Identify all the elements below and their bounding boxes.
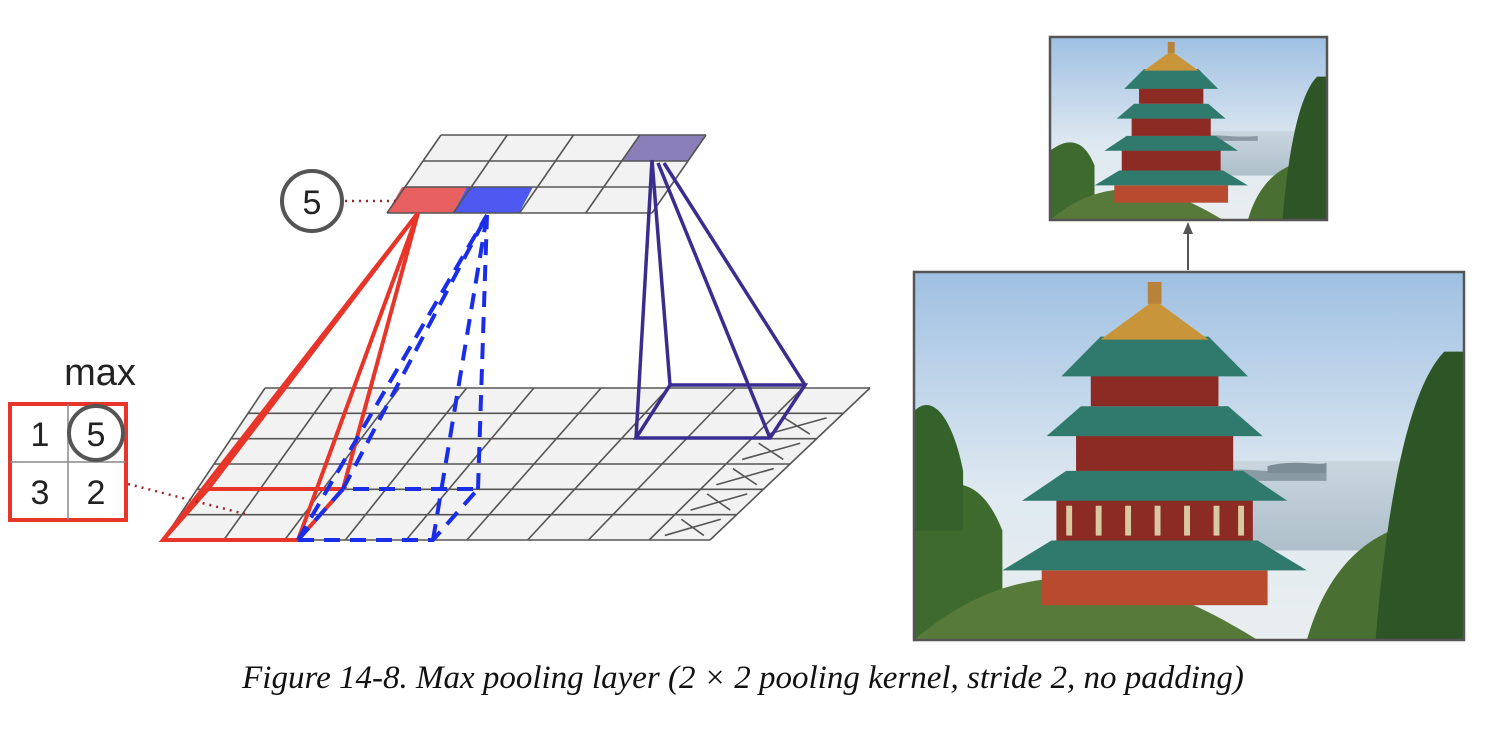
output-feature-map bbox=[386, 134, 707, 214]
blue-pooling-window bbox=[293, 213, 489, 542]
max-value-circle bbox=[67, 404, 125, 462]
pooled-image bbox=[1048, 35, 1329, 222]
pooling-kernel-box: 1 5 3 2 bbox=[8, 402, 128, 522]
figure-caption: Figure 14-8. Max pooling layer (2 × 2 po… bbox=[242, 660, 1244, 696]
grid-col-line bbox=[466, 387, 602, 541]
drop-x-mark bbox=[732, 467, 758, 486]
output-value: 5 bbox=[303, 184, 322, 222]
drop-x-mark bbox=[706, 493, 731, 511]
kernel-cell-2: 5 bbox=[87, 416, 106, 454]
output-cell-blue bbox=[453, 187, 533, 213]
grid-col-line bbox=[518, 134, 575, 214]
grid-col-line bbox=[651, 134, 707, 214]
purple-pooling-window bbox=[632, 159, 809, 440]
input-image bbox=[912, 270, 1466, 642]
grid-col-line bbox=[452, 134, 508, 214]
kernel-cell-1: 1 bbox=[31, 416, 50, 454]
max-label: max bbox=[64, 352, 136, 394]
output-cell-purple bbox=[622, 135, 706, 161]
grid-col-line bbox=[587, 387, 737, 541]
grid-col-line bbox=[648, 387, 804, 541]
kernel-cell-3: 3 bbox=[31, 474, 50, 512]
grid-col-line bbox=[527, 387, 669, 541]
grid-col-line bbox=[405, 387, 535, 541]
drop-x-mark bbox=[784, 417, 811, 435]
output-cell-red bbox=[387, 187, 467, 213]
grid-col-line bbox=[344, 387, 468, 541]
dropped-column-marks bbox=[664, 417, 827, 537]
output-value-circle bbox=[280, 169, 344, 233]
grid-col-line bbox=[585, 134, 641, 214]
grid-col-line bbox=[223, 387, 333, 541]
drop-x-mark bbox=[680, 518, 705, 537]
drop-x-mark bbox=[758, 442, 784, 461]
grid-col-line bbox=[162, 387, 266, 541]
downsample-arrow bbox=[1183, 222, 1193, 270]
kernel-cell-4: 2 bbox=[87, 474, 106, 512]
grid-col-line bbox=[709, 387, 871, 541]
